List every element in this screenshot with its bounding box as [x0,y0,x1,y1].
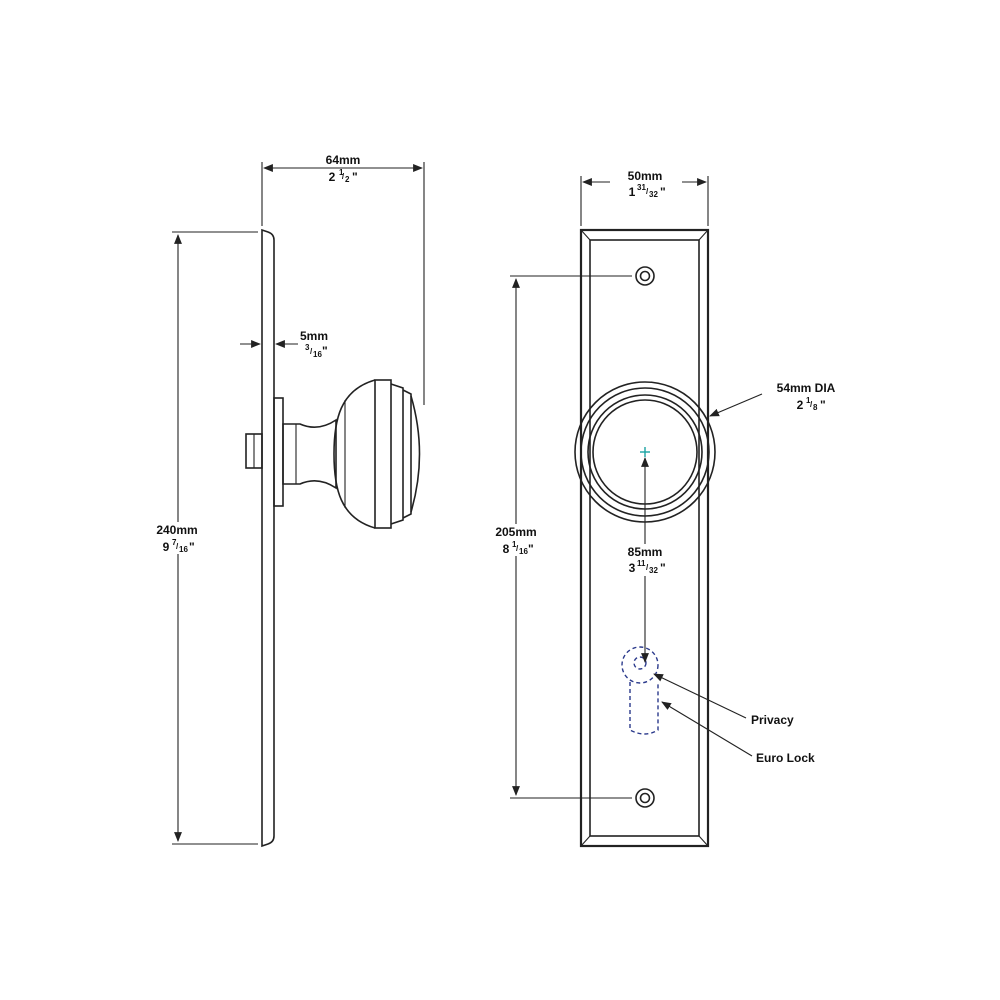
svg-text:/: / [810,400,813,409]
svg-text:/: / [176,542,179,551]
svg-text:/: / [516,544,519,553]
side-backplate-profile [261,228,275,848]
plate-height-metric-label: 240mm [156,523,197,537]
knob-diameter-metric-label: 54mm DIA [777,381,836,395]
depth-metric-label: 64mm [326,153,361,167]
svg-text:1: 1 [629,185,636,199]
svg-text:8: 8 [503,542,510,556]
svg-text:1: 1 [512,540,517,549]
side-knob-rim [374,379,392,529]
svg-text:": " [660,561,666,575]
svg-text:7: 7 [172,538,177,547]
front-backplate-outer [579,228,710,848]
privacy-leader [653,673,747,719]
front-view: 85mm 3 11 / 32 " 50mm 1 31 / 32 " 54mm D… [486,168,836,848]
svg-text:2: 2 [329,170,336,184]
svg-text:2: 2 [345,175,350,184]
svg-text:31: 31 [637,183,646,192]
svg-text:16: 16 [179,545,188,554]
svg-text:": " [660,185,666,199]
centres-metric-label: 85mm [628,545,663,559]
svg-text:2: 2 [797,398,804,412]
side-view: 64mm 2 1 / 2 " 5mm 3 / 16 " 240mm 9 7 / … [146,153,425,848]
svg-text:16: 16 [313,350,322,359]
svg-text:1: 1 [806,396,811,405]
svg-text:3: 3 [305,343,310,352]
side-knob-body [333,379,376,529]
top-screw-hole [635,266,655,286]
svg-text:8: 8 [813,403,818,412]
side-knob-neck [282,418,337,490]
svg-text:/: / [646,563,649,572]
svg-text:32: 32 [649,190,658,199]
svg-text:": " [189,540,195,554]
privacy-callout-label: Privacy [751,713,794,727]
thickness-metric-label: 5mm [300,329,328,343]
plate-width-metric-label: 50mm [628,169,663,183]
euro-lock-callout-label: Euro Lock [756,751,815,765]
svg-text:11: 11 [637,559,646,568]
svg-text:32: 32 [649,566,658,575]
svg-text:": " [528,542,534,556]
lock-cutout-outline [621,646,659,735]
bottom-screw-hole [635,788,655,808]
svg-text:1: 1 [339,168,344,177]
side-rose [273,397,284,507]
svg-text:3: 3 [629,561,636,575]
knob-diameter-leader [709,393,763,417]
front-backplate-bevel [589,239,700,837]
euro-lock-leader [661,701,753,757]
fixing-centres-metric-label: 205mm [495,525,536,539]
svg-text:/: / [342,172,345,181]
svg-text:": " [352,170,358,184]
svg-text:16: 16 [519,547,528,556]
svg-text:/: / [646,187,649,196]
svg-text:": " [820,398,826,412]
svg-text:/: / [310,347,313,356]
svg-text:9: 9 [163,540,170,554]
svg-text:": " [322,344,328,358]
